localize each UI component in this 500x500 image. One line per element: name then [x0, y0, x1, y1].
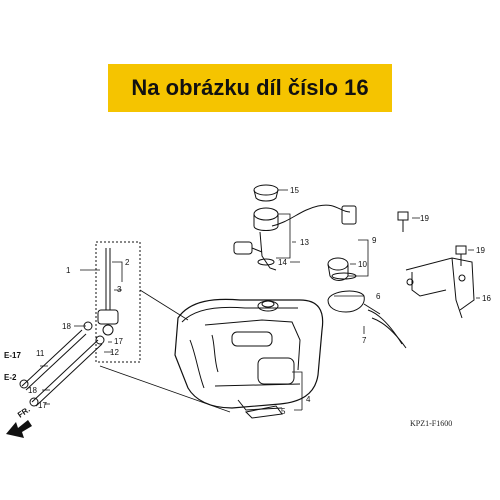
ref-e17: E-17 — [4, 351, 21, 360]
callout-10: 10 — [358, 260, 367, 269]
gasket — [257, 258, 275, 266]
bolt-19-a — [397, 211, 409, 232]
breather-hose — [367, 309, 407, 349]
clip-17-bottom — [29, 397, 39, 407]
fuel-tank — [174, 298, 324, 411]
callout-15: 15 — [290, 186, 299, 195]
callout-4: 4 — [306, 395, 311, 404]
front-arrow-icon — [6, 420, 32, 438]
banner-text: Na obrázku díl číslo 16 — [131, 75, 369, 100]
callout-3: 3 — [117, 285, 122, 294]
callout-11: 11 — [36, 349, 45, 358]
callout-9: 9 — [372, 236, 377, 245]
callout-19-b: 19 — [476, 246, 485, 255]
fuel-tube-11 — [21, 329, 87, 391]
callout-17-top: 17 — [114, 337, 123, 346]
fuel-cock-assembly — [95, 241, 141, 363]
part-number-banner: Na obrázku díl číslo 16 — [108, 64, 392, 112]
ref-front: FR. — [16, 405, 32, 420]
filler-cap — [327, 257, 349, 281]
fuel-tube-12 — [31, 339, 103, 407]
diagram-code: KPZ1-F1600 — [410, 419, 452, 428]
tank-strap — [244, 405, 283, 419]
clip-17-top — [95, 335, 105, 345]
callout-17-bottom: 17 — [38, 401, 47, 410]
bolt-19-b — [455, 245, 467, 266]
callout-7: 7 — [362, 336, 367, 345]
callout-6: 6 — [376, 292, 381, 301]
callout-19-a: 19 — [420, 214, 429, 223]
filler-neck — [327, 290, 381, 315]
callout-18-bottom: 18 — [28, 386, 37, 395]
callout-14: 14 — [278, 258, 287, 267]
callout-16: 16 — [482, 294, 491, 303]
callout-12: 12 — [110, 348, 119, 357]
fuel-level-sensor — [233, 204, 357, 271]
tank-bracket — [405, 257, 475, 319]
callout-18-top: 18 — [62, 322, 71, 331]
fuel-cap — [253, 184, 279, 202]
callout-2: 2 — [125, 258, 130, 267]
callout-1: 1 — [66, 266, 71, 275]
callout-5: 5 — [281, 407, 286, 416]
clip-18-bottom — [19, 379, 29, 389]
ref-e2: E-2 — [4, 373, 17, 382]
leader-lines — [40, 189, 480, 413]
callout-13: 13 — [300, 238, 309, 247]
